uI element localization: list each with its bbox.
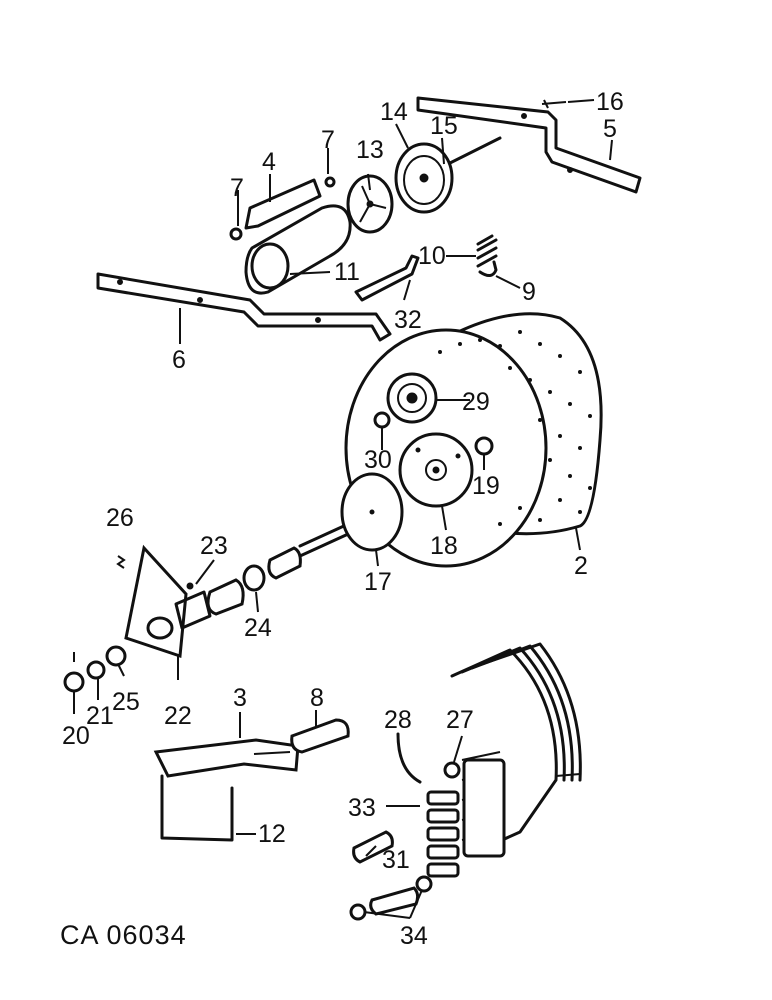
callout-5: 5 [603, 115, 617, 143]
part-bolt [369, 886, 420, 916]
part-spring-clip [116, 555, 126, 569]
callout-32: 32 [394, 306, 422, 334]
callout-2: 2 [574, 552, 588, 580]
part-nut-left [229, 227, 243, 241]
part-tine-assembly [450, 642, 582, 858]
part-flange-plate [398, 432, 474, 508]
callout-21: 21 [86, 702, 114, 730]
part-upper-bar [416, 96, 642, 194]
figure-id: CA 06034 [60, 920, 187, 950]
part-clip [541, 99, 567, 109]
part-washer-20 [63, 671, 85, 693]
callout-8: 8 [310, 684, 324, 712]
part-nut-34b [415, 875, 433, 893]
part-bracket [244, 178, 322, 230]
callout-15: 15 [430, 112, 458, 140]
callout-3: 3 [233, 684, 247, 712]
callout-34: 34 [400, 922, 428, 950]
part-side-plate [124, 544, 212, 659]
callout-18: 18 [430, 532, 458, 560]
part-shaft-bushing [267, 546, 302, 580]
part-small-bushing [373, 411, 391, 429]
part-spring [476, 234, 498, 268]
part-hook [478, 260, 498, 277]
callout-22: 22 [164, 702, 192, 730]
part-wire [396, 732, 422, 784]
part-sleeve [206, 578, 245, 616]
part-nut-right [324, 176, 336, 188]
part-pulley [394, 142, 454, 214]
callout-23: 23 [200, 532, 228, 560]
callout-14: 14 [380, 98, 408, 126]
callout-7b: 7 [321, 126, 335, 154]
callout-labels: 2 3 4 5 6 7 7 8 9 10 11 12 13 14 15 16 1… [62, 88, 624, 950]
part-washer-25 [105, 645, 127, 667]
callout-33: 33 [348, 794, 376, 822]
part-slotted-plate [290, 718, 350, 754]
part-spoked-wheel [346, 174, 394, 234]
part-mounting-bracket [153, 738, 300, 778]
part-hub-bearing [386, 372, 438, 424]
part-lower-bar [96, 272, 392, 342]
callout-20: 20 [62, 722, 90, 750]
callout-12: 12 [258, 820, 286, 848]
part-bushing-right [474, 436, 494, 456]
callout-13: 13 [356, 136, 384, 164]
part-axle [298, 472, 404, 558]
part-tine-holders [426, 790, 460, 878]
callout-16: 16 [596, 88, 624, 116]
callout-10: 10 [418, 242, 446, 270]
part-roller [244, 204, 352, 295]
callout-30: 30 [364, 446, 392, 474]
callout-11: 11 [334, 258, 360, 286]
callout-6: 6 [172, 346, 186, 374]
part-angle-bracket [354, 254, 420, 302]
callout-17: 17 [364, 568, 392, 596]
part-ring [443, 761, 461, 779]
part-nut-34a [349, 903, 367, 921]
callout-27: 27 [446, 706, 474, 734]
callout-28: 28 [384, 706, 412, 734]
callout-7a: 7 [230, 174, 244, 202]
callout-24: 24 [244, 614, 272, 642]
part-u-bolt [160, 774, 234, 842]
callout-4: 4 [262, 148, 276, 176]
callout-9: 9 [522, 278, 536, 306]
part-washer-21 [86, 660, 106, 680]
callout-19: 19 [472, 472, 500, 500]
callout-29: 29 [462, 388, 490, 416]
leader-lines [73, 99, 613, 919]
callout-25: 25 [112, 688, 140, 716]
part-bushing-24 [242, 564, 266, 592]
callout-26: 26 [106, 504, 134, 532]
callout-31: 31 [382, 846, 410, 874]
part-pin [352, 830, 394, 864]
